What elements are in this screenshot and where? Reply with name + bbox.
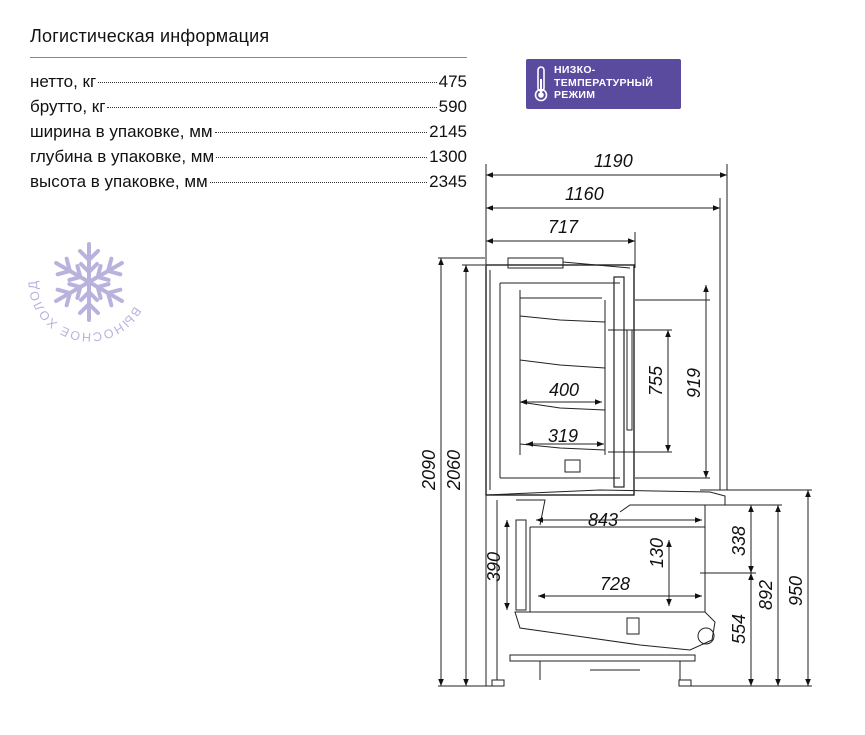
dot-leader [216, 157, 428, 158]
spec-row-width: ширина в упаковке, мм 2145 [30, 122, 467, 147]
snowflake-icon [49, 242, 129, 322]
low-temperature-badge: НИЗКО- ТЕМПЕРАТУРНЫЙ РЕЖИМ [526, 59, 681, 109]
dim-total-lower: 950 [786, 576, 806, 606]
dot-leader [107, 107, 437, 108]
dim-counter-height: 892 [756, 580, 776, 610]
dim-base-height: 554 [729, 614, 749, 644]
spec-label: глубина в упаковке, мм [30, 147, 215, 166]
dot-leader [214, 132, 428, 133]
badge-label: НИЗКО- ТЕМПЕРАТУРНЫЙ РЕЖИМ [554, 64, 654, 101]
dim-counter-top: 338 [729, 526, 749, 556]
section-title: Логистическая информация [30, 26, 270, 46]
remote-cooling-stamp: ВЫНОСНОЕ ХОЛОДООБЕСПЕЧЕНИЕ [24, 216, 143, 344]
logistics-spec-list: нетто, кг 475 брутто, кг 590 ширина в уп… [30, 72, 467, 197]
dot-leader [209, 182, 428, 183]
dim-upper-height: 755 [646, 365, 666, 396]
spec-value: 1300 [429, 147, 467, 166]
dim-lower-side: 390 [484, 552, 504, 582]
spec-row-net: нетто, кг 475 [30, 72, 467, 97]
title-divider [30, 57, 467, 58]
spec-row-gross: брутто, кг 590 [30, 97, 467, 122]
dim-upper-opening: 919 [684, 368, 704, 398]
spec-value: 2145 [429, 122, 467, 141]
dim-shelf-depth: 319 [548, 426, 578, 446]
spec-label: ширина в упаковке, мм [30, 122, 213, 141]
thermometer-icon [534, 66, 548, 102]
spec-value: 475 [438, 72, 467, 91]
dim-width-body: 1160 [565, 184, 604, 204]
spec-value: 2345 [429, 172, 467, 191]
dim-shelf-width: 400 [549, 380, 579, 400]
dot-leader [98, 82, 437, 83]
spec-row-height: высота в упаковке, мм 2345 [30, 172, 467, 197]
spec-label: высота в упаковке, мм [30, 172, 208, 191]
dim-width-upper: 717 [548, 217, 579, 237]
dim-lower-width: 843 [588, 510, 618, 530]
spec-row-depth: глубина в упаковке, мм 1300 [30, 147, 467, 172]
dim-lower-depth: 130 [647, 538, 667, 568]
spec-label: нетто, кг [30, 72, 97, 91]
spec-label: брутто, кг [30, 97, 106, 116]
dim-height-body: 2060 [444, 450, 464, 491]
dim-height-total: 2090 [419, 450, 439, 491]
dim-lower-inner: 728 [600, 574, 630, 594]
spec-value: 590 [438, 97, 467, 116]
dim-width-total: 1190 [594, 151, 633, 171]
